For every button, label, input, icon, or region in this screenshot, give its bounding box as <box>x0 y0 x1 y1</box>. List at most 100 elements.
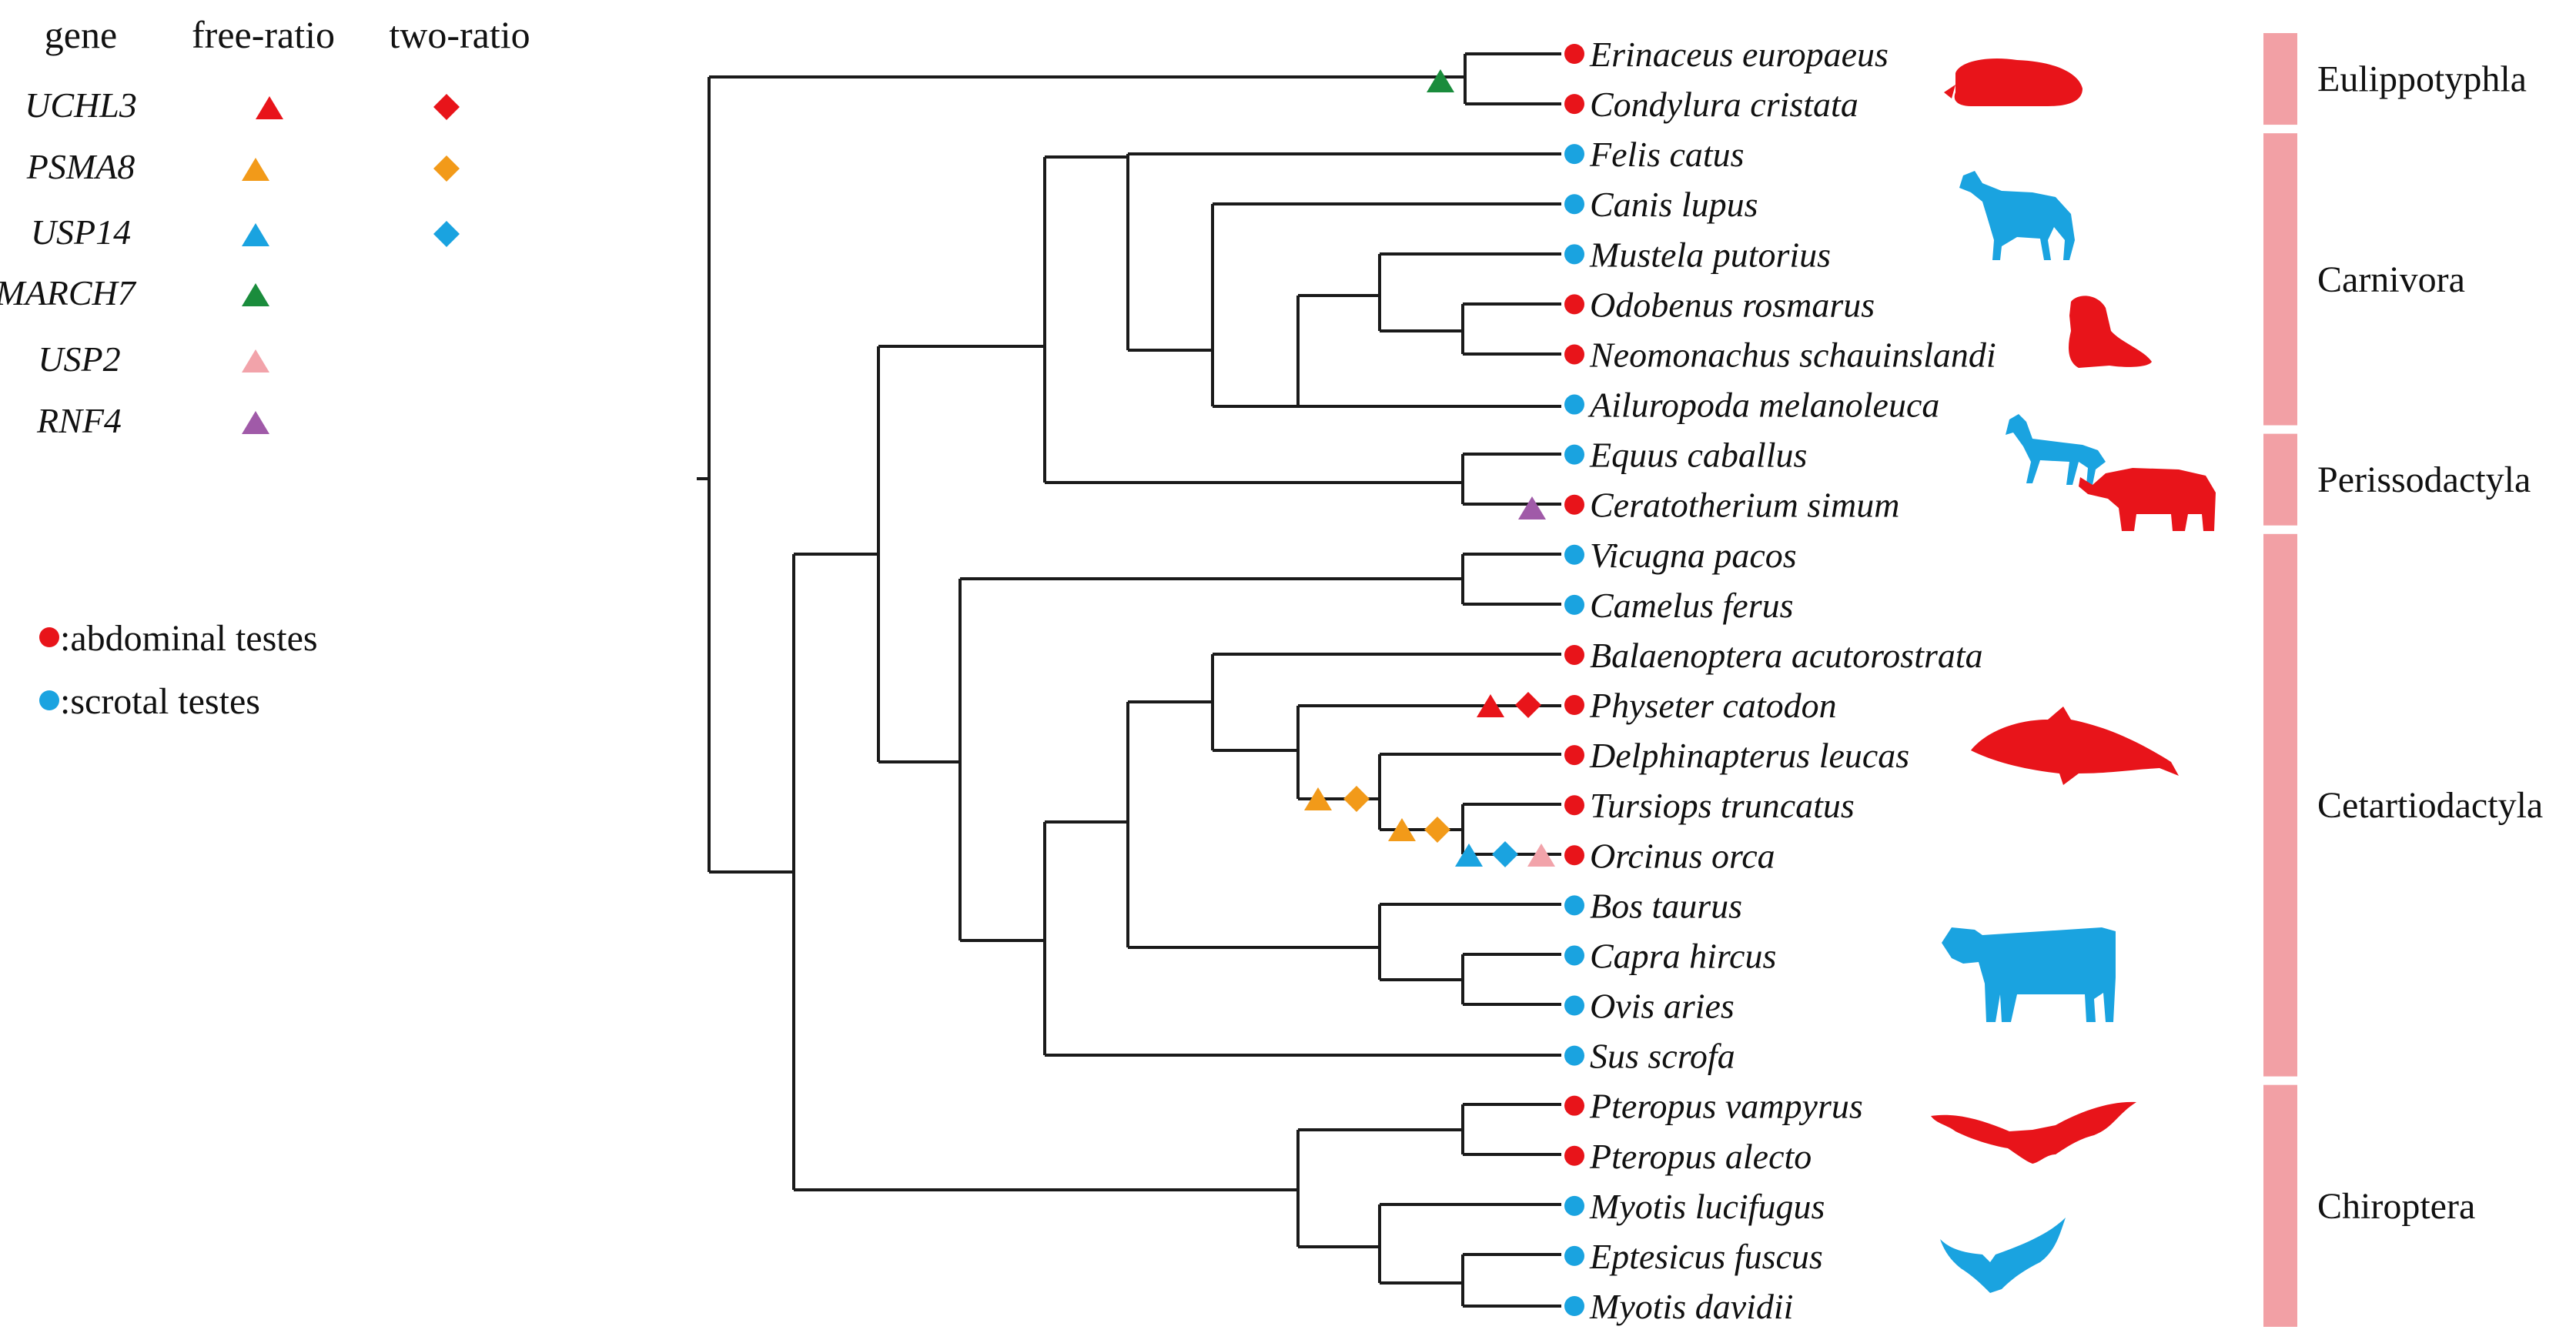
legend-row-usp14: USP14 <box>31 212 460 252</box>
node-pteropus <box>1298 1103 1561 1156</box>
gene-legend: gene free-ratio two-ratio UCHL3 PSMA8 US… <box>0 13 530 440</box>
cow-icon <box>1942 927 2116 1022</box>
species-label: Bos taurus <box>1590 886 1742 925</box>
uchl3-free-ratio-triangle-icon <box>1477 694 1504 717</box>
abdominal-testes-dot-icon <box>1564 494 1584 515</box>
node-cetacea <box>1128 654 1214 750</box>
order-label: Perissodactyla <box>2317 459 2531 500</box>
triangle-icon <box>242 411 269 434</box>
order-label: Carnivora <box>2317 259 2465 300</box>
triangle-icon <box>242 283 269 306</box>
species-label: Pteropus vampyrus <box>1589 1087 1863 1126</box>
abdominal-testes-dot-icon <box>1564 1095 1584 1116</box>
tree-branches <box>697 52 1561 1308</box>
scrotal-testes-dot-icon <box>1564 394 1584 415</box>
species-label: Eptesicus fuscus <box>1589 1237 1823 1276</box>
species-label: Balaenoptera acutorostrata <box>1590 636 1983 675</box>
species-label: Odobenus rosmarus <box>1590 285 1875 324</box>
scrotal-testes-dot-icon <box>1564 544 1584 565</box>
scrotal-dot-icon <box>39 690 59 710</box>
species-label: Orcinus orca <box>1590 836 1775 875</box>
scrotal-testes-dot-icon <box>1564 995 1584 1016</box>
uchl3-two-ratio-diamond-icon <box>1515 692 1541 718</box>
testes-legend: :abdominal testes :scrotal testes <box>39 618 318 722</box>
legend-abdominal-label: :abdominal testes <box>60 618 318 659</box>
usp14-free-ratio-triangle-icon <box>1455 844 1483 867</box>
scrotal-testes-dot-icon <box>1564 144 1584 165</box>
scrotal-testes-dot-icon <box>1564 1245 1584 1266</box>
psma8-free-ratio-triangle-icon <box>1388 818 1416 841</box>
legend-row-march7: MARCH7 <box>0 273 269 312</box>
node-carnivora <box>1045 154 1129 350</box>
order-brackets: EulippotyphlaCarnivoraPerissodactylaCeta… <box>2263 33 2543 1327</box>
abdominal-testes-dot-icon <box>1564 1145 1584 1166</box>
march7-free-ratio-triangle-icon <box>1427 69 1454 92</box>
order-bar <box>2263 433 2297 526</box>
scrotal-testes-dot-icon <box>1564 1296 1584 1316</box>
order-bar <box>2263 33 2297 125</box>
scrotal-testes-dot-icon <box>1564 594 1584 615</box>
species-label: Mustela putorius <box>1589 235 1831 274</box>
node-odontoceti <box>1213 706 1300 799</box>
abdominal-testes-dot-icon <box>1564 344 1584 365</box>
species-label: Sus scrofa <box>1590 1037 1735 1076</box>
node-ferungulata <box>794 346 880 762</box>
legend-row-uchl3: UCHL3 <box>25 85 460 125</box>
legend-gene-name: UCHL3 <box>25 85 137 125</box>
triangle-icon <box>242 158 269 181</box>
species-label: Neomonachus schauinslandi <box>1589 335 1996 374</box>
species-label: Ceratotherium simum <box>1590 486 1900 525</box>
species-label: Delphinapterus leucas <box>1589 736 1909 775</box>
node-musteloidea-pinnipedia <box>1298 254 1381 331</box>
abdominal-testes-dot-icon <box>1564 44 1584 64</box>
animal-silhouettes <box>1931 58 2216 1293</box>
abdominal-testes-dot-icon <box>1564 94 1584 115</box>
node-eptesicus-myotis <box>1380 1253 1561 1308</box>
rnf4-free-ratio-triangle-icon <box>1518 496 1546 519</box>
dolphin-icon <box>1971 707 2179 785</box>
node-artiofabula <box>960 822 1046 1055</box>
legend-gene-name: USP14 <box>31 212 131 252</box>
legend-row-usp2: USP2 <box>38 339 269 379</box>
node-chiroptera <box>794 1130 1300 1247</box>
scrotal-testes-dot-icon <box>1564 895 1584 916</box>
node-cetartiodactyla <box>878 579 962 940</box>
species-label: Ovis aries <box>1590 987 1735 1026</box>
abdominal-testes-dot-icon <box>1564 745 1584 766</box>
abdominal-dot-icon <box>39 627 59 647</box>
fruit-bat-icon <box>1931 1101 2136 1164</box>
abdominal-testes-dot-icon <box>1564 795 1584 816</box>
species-label: Camelus ferus <box>1590 586 1794 625</box>
psma8-two-ratio-diamond-icon <box>1424 817 1450 843</box>
hedgehog-icon <box>1944 58 2083 106</box>
abdominal-testes-dot-icon <box>1564 294 1584 315</box>
clade-eulipotyphla <box>709 52 1561 105</box>
scrotal-testes-dot-icon <box>1564 444 1584 465</box>
abdominal-testes-dot-icon <box>1564 845 1584 866</box>
node-delphinidae <box>1380 803 1561 856</box>
species-label: Tursiops truncatus <box>1590 786 1855 825</box>
species-label: Vicugna pacos <box>1590 536 1797 575</box>
diamond-icon <box>433 94 460 120</box>
order-label: Eulippotyphla <box>2317 59 2527 100</box>
node-pinnipedia <box>1380 302 1561 356</box>
species-label: Myotis lucifugus <box>1589 1187 1825 1226</box>
horse-icon <box>2006 414 2106 485</box>
triangle-icon <box>256 96 283 119</box>
node-perissodactyla <box>1045 453 1561 506</box>
usp2-free-ratio-triangle-icon <box>1527 844 1555 867</box>
species-label: Ailuropoda melanoleuca <box>1587 386 1939 425</box>
species-label: Equus caballus <box>1589 436 1807 475</box>
node-camelidae <box>960 553 1561 606</box>
legend-row-psma8: PSMA8 <box>26 147 460 186</box>
node-carn-periss <box>878 157 1046 483</box>
species-label: Myotis davidii <box>1589 1287 1793 1326</box>
triangle-icon <box>242 349 269 372</box>
legend-gene-name: RNF4 <box>36 401 122 440</box>
diamond-icon <box>433 221 460 247</box>
legend-header-gene: gene <box>45 13 117 56</box>
node-bovidae <box>1128 904 1381 980</box>
abdominal-testes-dot-icon <box>1564 644 1584 665</box>
node-cetruminantia <box>1045 702 1129 947</box>
